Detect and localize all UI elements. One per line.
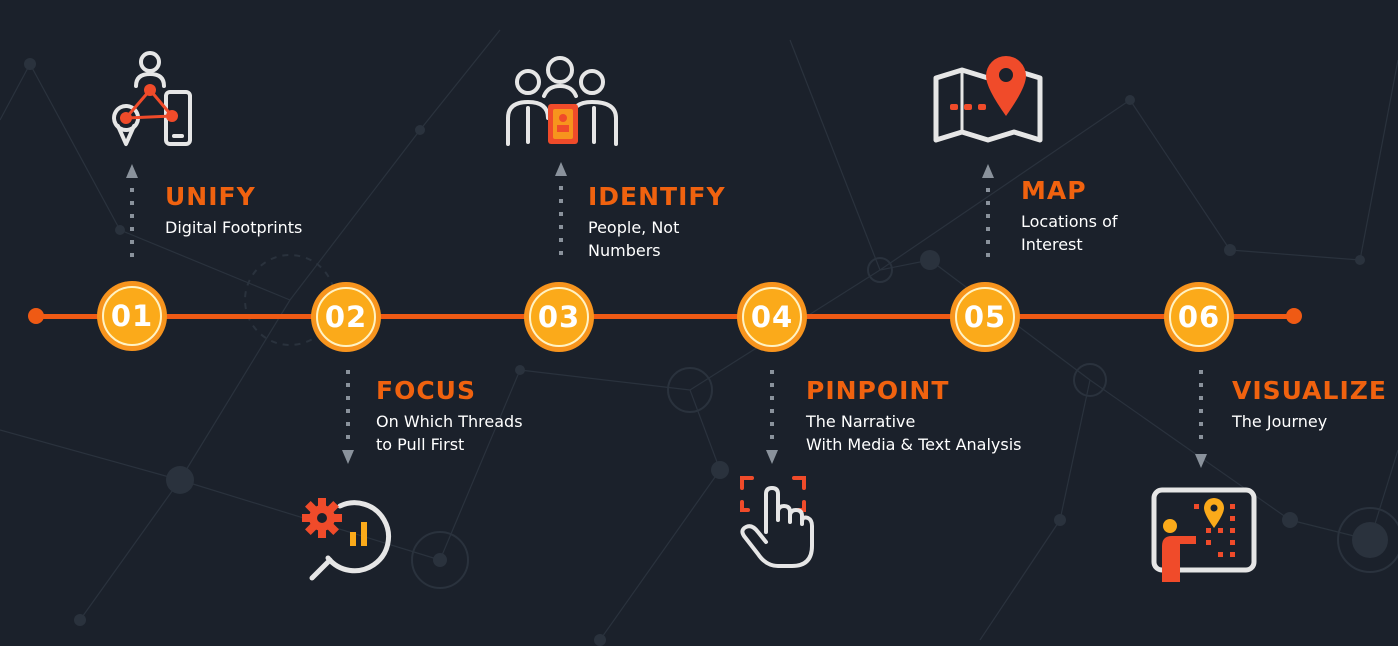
touch-target-icon: [740, 476, 814, 568]
step-6-circle: 06: [1164, 282, 1234, 352]
step-4-connector: [766, 370, 778, 464]
step-1-subtitle: Digital Footprints: [165, 218, 303, 237]
step-2-title: FOCUS: [376, 376, 476, 405]
step-5-number: 05: [955, 287, 1015, 347]
step-4-subtitle: The Narrative With Media & Text Analysis: [806, 412, 1022, 454]
timeline-start-dot: [28, 308, 44, 324]
step-5-connector: [982, 164, 994, 258]
step-2-subtitle: On Which Threads to Pull First: [376, 412, 523, 454]
step-5-circle: 05: [950, 282, 1020, 352]
step-3-circle: 03: [524, 282, 594, 352]
step-6-subtitle: The Journey: [1232, 412, 1328, 431]
step-2-number: 02: [316, 287, 376, 347]
step-6-connector: [1195, 370, 1207, 468]
step-1-circle: 01: [97, 281, 167, 351]
step-4-circle: 04: [737, 282, 807, 352]
step-6-title: VISUALIZE: [1232, 376, 1387, 405]
map-pin-icon: [933, 56, 1043, 143]
step-4-number: 04: [742, 287, 802, 347]
timeline-end-dot: [1286, 308, 1302, 324]
step-2-connector: [342, 370, 354, 464]
step-4-title: PINPOINT: [806, 376, 950, 405]
magnifier-gear-chart-icon: [302, 498, 391, 581]
step-6-number: 06: [1169, 287, 1229, 347]
step-3-connector: [555, 162, 567, 258]
presentation-board-icon: [1151, 487, 1257, 582]
network-person-device-icon: [112, 51, 192, 146]
step-3-title: IDENTIFY: [588, 182, 726, 211]
step-1-title: UNIFY: [165, 182, 256, 211]
step-1-number: 01: [102, 286, 162, 346]
step-5-title: MAP: [1021, 176, 1087, 205]
step-1-connector: [126, 164, 138, 258]
timeline-line: [36, 314, 1294, 319]
people-profile-icon: [506, 56, 618, 146]
step-2-circle: 02: [311, 282, 381, 352]
step-3-subtitle: People, Not Numbers: [588, 218, 680, 260]
step-3-number: 03: [529, 287, 589, 347]
step-5-subtitle: Locations of Interest: [1021, 212, 1118, 254]
